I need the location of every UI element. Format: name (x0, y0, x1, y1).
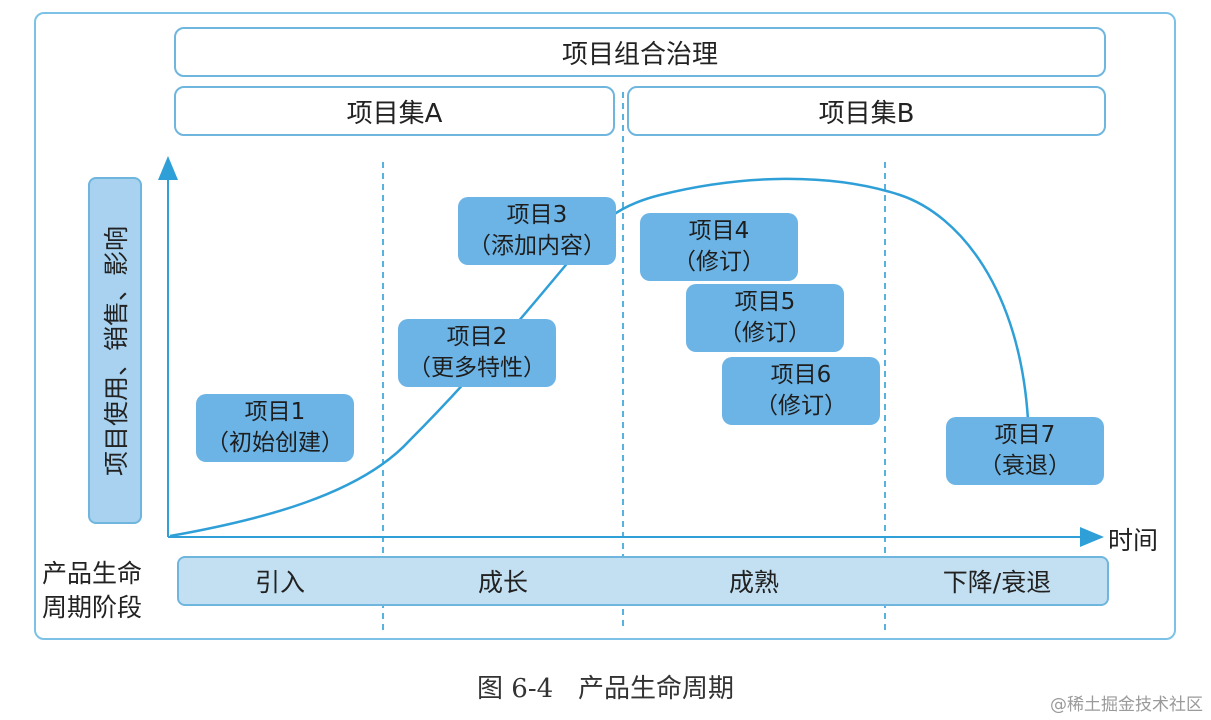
project-2-card: 项目2 （更多特性） (398, 319, 556, 387)
project-1-name: 项目1 (244, 398, 306, 425)
project-3-card: 项目3 （添加内容） (458, 197, 616, 265)
project-7-name: 项目7 (994, 421, 1056, 448)
project-4-card: 项目4 （修订） (640, 213, 798, 281)
diagram-frame (34, 12, 1176, 640)
stage-bar (177, 556, 1109, 606)
stage-decline: 下降/衰退 (942, 568, 1052, 597)
x-axis-label: 时间 (1108, 526, 1159, 555)
project-5-desc: （修订） (719, 320, 811, 346)
project-7-desc: （衰退） (979, 453, 1071, 479)
project-7-card: 项目7 （衰退） (946, 417, 1104, 485)
project-3-desc: （添加内容） (468, 233, 606, 259)
program-a-label: 项目集A (346, 98, 443, 129)
lifecycle-label-line2: 周期阶段 (42, 593, 143, 622)
stage-introduction: 引入 (254, 568, 305, 597)
project-3-name: 项目3 (506, 201, 568, 228)
program-b-label: 项目集B (818, 98, 915, 129)
project-1-desc: （初始创建） (206, 430, 344, 456)
lifecycle-stage-label: 产品生命 周期阶段 (42, 557, 162, 625)
figure-caption: 图 6-4 产品生命周期 (0, 668, 1211, 705)
project-4-desc: （修订） (673, 249, 765, 275)
program-a-box: 项目集A (174, 86, 615, 136)
project-5-card: 项目5 （修订） (686, 284, 844, 352)
figure-title: 产品生命周期 (577, 674, 734, 704)
program-b-box: 项目集B (627, 86, 1106, 136)
portfolio-governance-box: 项目组合治理 (174, 27, 1106, 77)
portfolio-title: 项目组合治理 (561, 39, 718, 70)
project-6-desc: （修订） (755, 393, 847, 419)
project-6-card: 项目6 （修订） (722, 357, 880, 425)
project-2-name: 项目2 (446, 323, 508, 350)
stage-maturity: 成熟 (728, 568, 779, 597)
project-4-name: 项目4 (688, 217, 750, 244)
project-1-card: 项目1 （初始创建） (196, 394, 354, 462)
stage-growth: 成长 (477, 568, 528, 597)
project-5-name: 项目5 (734, 288, 796, 315)
project-6-name: 项目6 (770, 361, 832, 388)
figure-number: 图 6-4 (477, 674, 554, 704)
lifecycle-label-line1: 产品生命 (42, 559, 143, 588)
watermark: @稀土掘金技术社区 (1050, 695, 1203, 715)
project-2-desc: （更多特性） (408, 355, 546, 381)
y-axis-label-box: 项目使用、销售、影响 (88, 177, 142, 524)
